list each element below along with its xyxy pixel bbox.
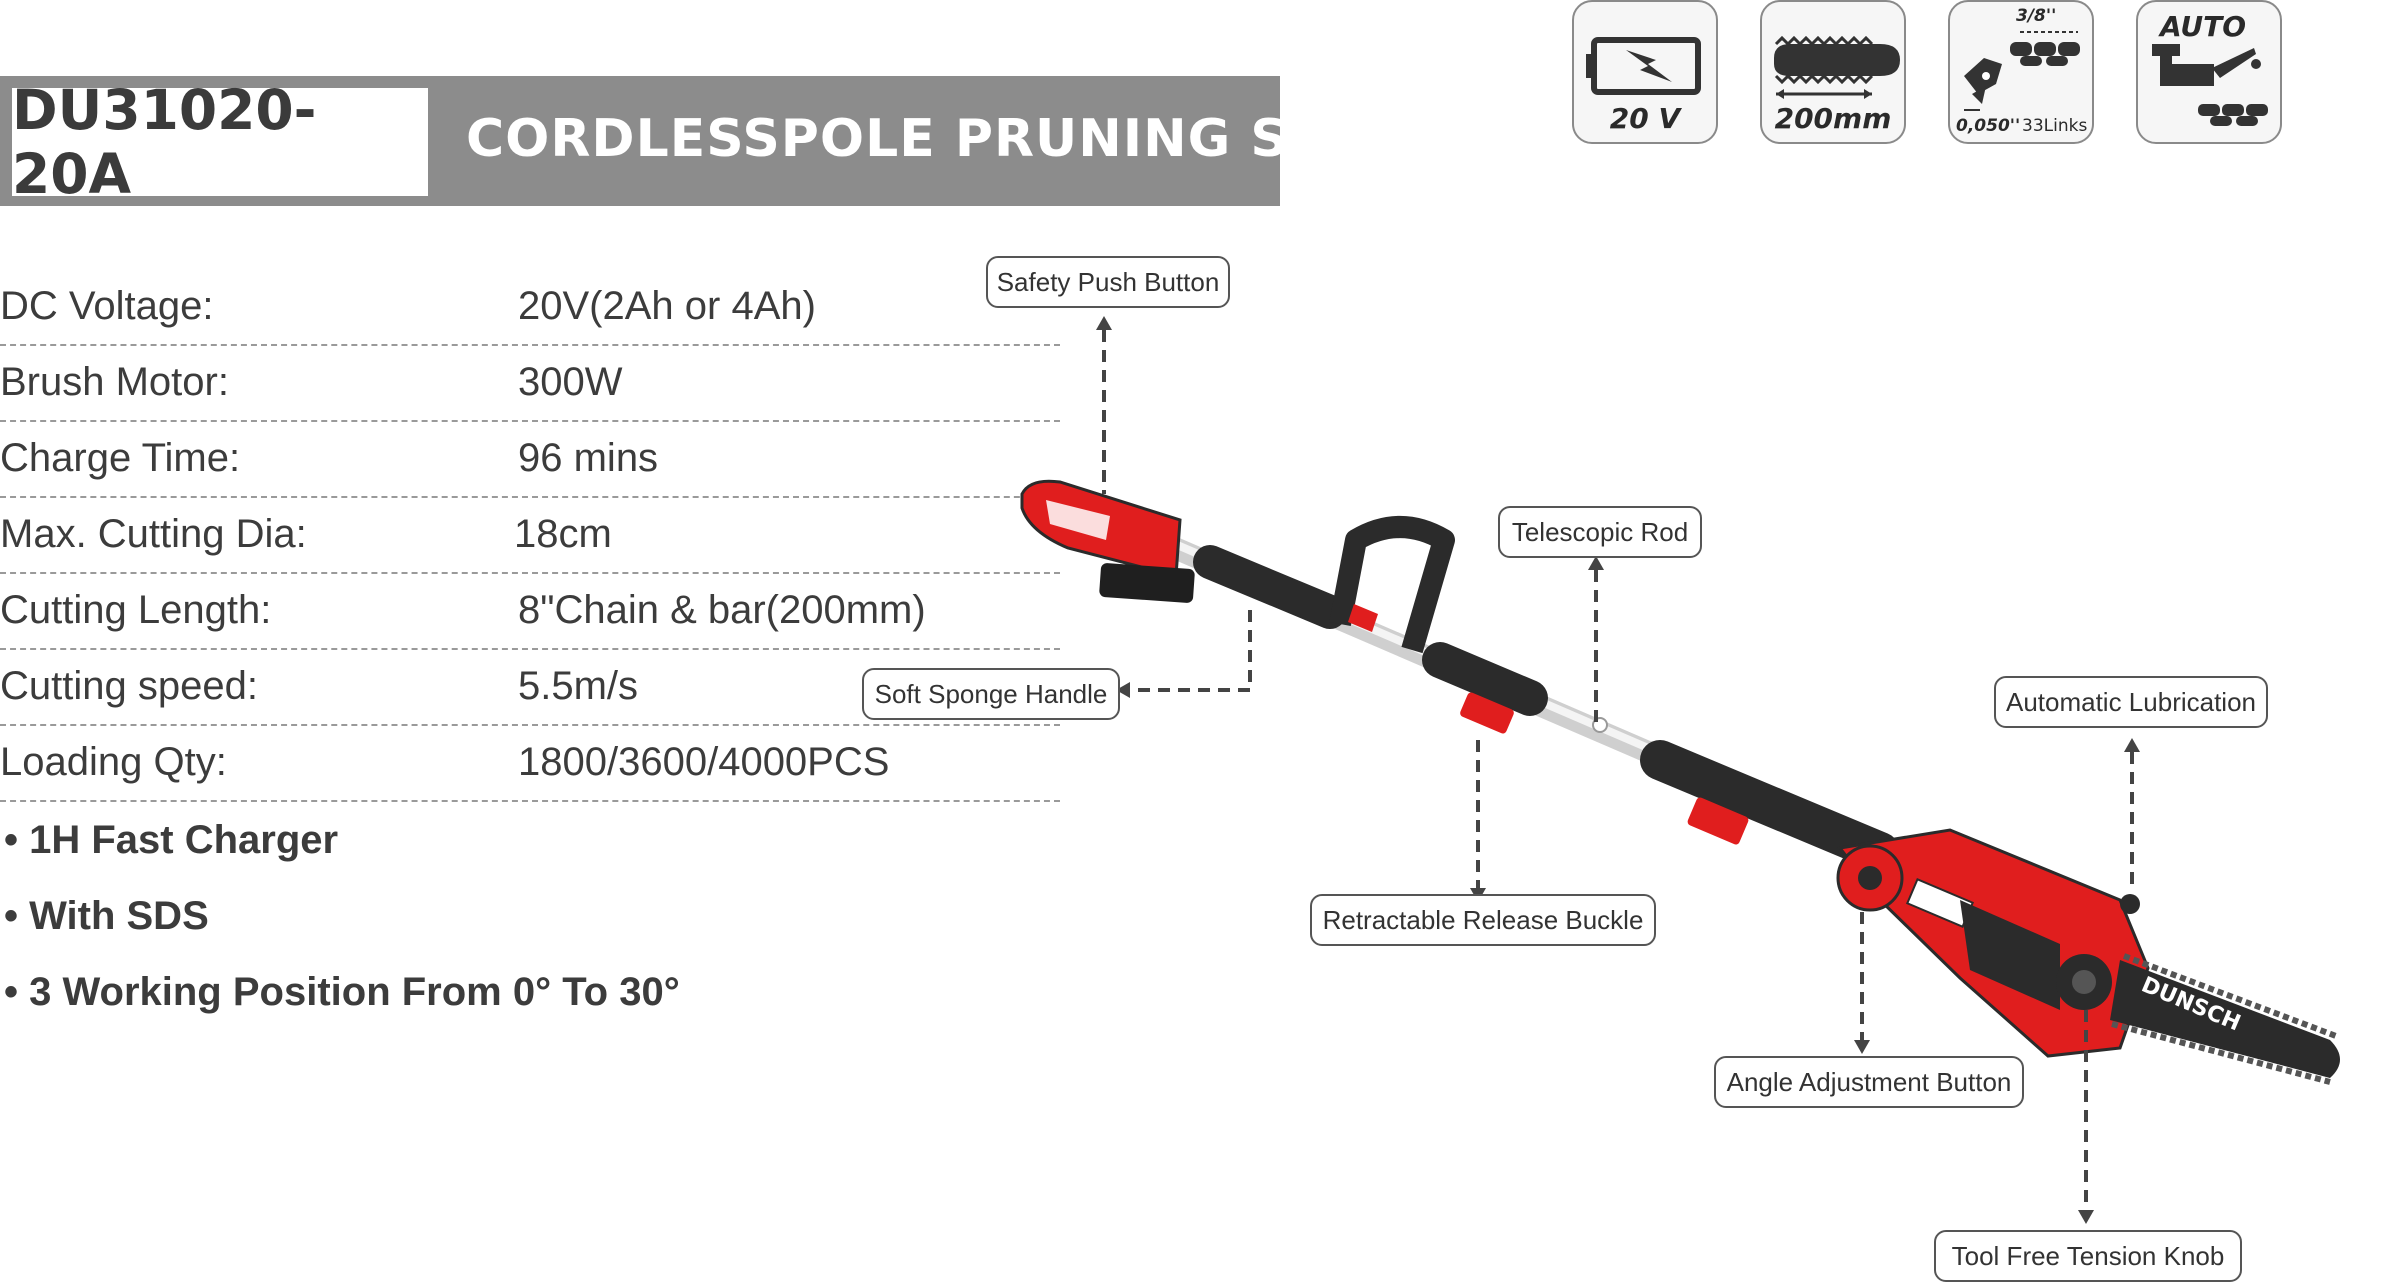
auto-oil-label: AUTO [2160,10,2247,43]
spec-label: Charge Time: [0,436,241,480]
spec-label: Cutting speed: [0,664,258,708]
chain-bar-icon-tile: 200mm [1760,0,1906,144]
product-title: CORDLESSPOLE PRUNING SAW [466,109,1387,169]
spec-row-cutting-dia: Max. Cutting Dia: 18cm [0,496,1060,574]
spec-value: 20V(2Ah or 4Ah) [518,284,816,328]
chain-gauge-label: 0,050'' [1956,116,2021,136]
spec-row-charge-time: Charge Time: 96 mins [0,420,1060,498]
callout-tool-free-tension-knob: Tool Free Tension Knob [1934,1230,2242,1282]
d-handle [1329,516,1455,654]
spec-value: 300W [518,360,623,404]
spec-label: Cutting Length: [0,588,272,632]
callout-soft-sponge-handle: Soft Sponge Handle [862,668,1120,720]
spec-label: DC Voltage: [0,284,214,328]
spec-label: Loading Qty: [0,740,227,784]
spec-label: Brush Motor: [0,360,229,404]
spec-row-cutting-length: Cutting Length: 8"Chain & bar(200mm) [0,572,1060,650]
callout-angle-adjustment-button: Angle Adjustment Button [1714,1056,2024,1108]
feature-bullet: • 3 Working Position From 0° To 30° [4,970,680,1014]
spec-value: 96 mins [518,436,659,480]
feature-bullet: • With SDS [4,894,209,938]
callout-leaders [1102,330,2134,1210]
oil-can-icon [2152,44,2268,126]
spec-value: 8"Chain & bar(200mm) [518,588,926,632]
telescopic-lock [1422,642,1548,716]
spec-value: 18cm [514,512,612,556]
callout-automatic-lubrication: Automatic Lubrication [1994,676,2268,728]
spec-row-cutting-speed: Cutting speed: 5.5m/s [0,648,1060,726]
sponge-handle [1193,545,1347,629]
battery-pack [1099,563,1195,603]
feature-bullet: • 1H Fast Charger [4,818,339,862]
model-number: DU31020-20A [12,78,428,206]
spec-row-voltage: DC Voltage: 20V(2Ah or 4Ah) [0,268,1060,346]
bar-length-label: 200mm [1774,102,1892,135]
battery-voltage-label: 20 V [1609,102,1681,135]
oil-cap [2120,894,2140,914]
chain-bar-icon [1774,35,1900,99]
chain-pitch-label: 3/8'' [2016,6,2057,26]
chain-links-label: 33Links [2022,116,2088,136]
spec-label: Max. Cutting Dia: [0,512,307,556]
callout-telescopic-rod: Telescopic Rod [1498,506,1702,558]
battery-icon [1586,37,1701,95]
chain-pitch-icon [1964,31,2080,111]
spec-row-motor: Brush Motor: 300W [0,344,1060,422]
spec-value: 5.5m/s [518,664,639,708]
release-buckle [1460,692,1514,734]
chain-pitch-icon-tile: 3/8'' 0,050'' 33Links [1948,0,2094,144]
spec-row-loading-qty: Loading Qty: 1800/3600/4000PCS [0,724,1060,802]
battery-icon-tile: 20 V [1572,0,1718,144]
spec-value: 1800/3600/4000PCS [518,740,890,784]
oil-icon-tile: AUTO [2136,0,2282,144]
chain-bar [2110,960,2340,1078]
callout-retractable-release-buckle: Retractable Release Buckle [1310,894,1656,946]
callout-safety-push-button: Safety Push Button [986,256,1230,308]
